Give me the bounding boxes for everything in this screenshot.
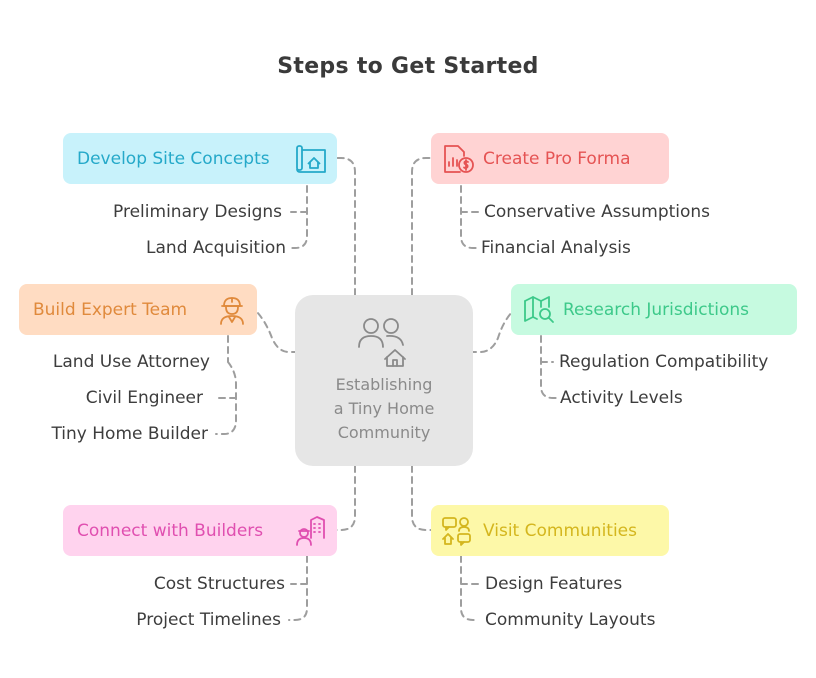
visit-item-2: Community Layouts [485, 610, 656, 630]
team-item-3: Tiny Home Builder [51, 424, 208, 444]
topic-connect-with-builders: Connect with Builders [63, 505, 337, 556]
community-chat-icon [441, 516, 473, 551]
person-building-icon [295, 516, 327, 551]
topic-research-jurisdictions: Research Jurisdictions [511, 284, 797, 335]
connector-proforma [411, 157, 433, 296]
connector-research [469, 311, 513, 353]
map-search-icon [523, 295, 555, 330]
connector-builders [333, 465, 356, 531]
proforma-item-1: Conservative Assumptions [484, 202, 711, 222]
topic-develop-site-concepts: Develop Site Concepts [63, 133, 337, 184]
topic-create-pro-forma: Create Pro Forma [431, 133, 669, 184]
financial-report-icon [442, 144, 474, 179]
branch-team [215, 335, 237, 435]
connector-team [256, 311, 299, 353]
builders-item-2: Project Timelines [136, 610, 281, 630]
blueprint-house-icon [295, 144, 327, 179]
construction-worker-icon [218, 295, 246, 330]
topic-visit-communities: Visit Communities [431, 505, 669, 556]
topic-label: Research Jurisdictions [563, 299, 750, 320]
visit-item-1: Design Features [485, 574, 623, 594]
diagram-title: Steps to Get Started [277, 54, 539, 79]
center-label: Establishing a Tiny Home Community [333, 375, 435, 442]
connector-visit [411, 465, 433, 531]
connector-develop [333, 157, 356, 296]
branch-visit [460, 555, 479, 621]
topic-label: Build Expert Team [33, 299, 188, 320]
branch-builders [288, 555, 308, 621]
branch-proforma [460, 185, 479, 249]
builders-item-1: Cost Structures [153, 574, 285, 594]
topic-label: Visit Communities [483, 520, 637, 541]
develop-item-2: Land Acquisition [146, 238, 286, 258]
research-item-2: Activity Levels [560, 388, 683, 408]
branch-develop [290, 185, 308, 249]
center-node: Establishing a Tiny Home Community [295, 295, 473, 466]
users-house-icon [357, 317, 413, 371]
team-item-2: Civil Engineer [85, 388, 203, 408]
topic-label: Create Pro Forma [483, 148, 631, 169]
research-item-1: Regulation Compatibility [559, 352, 769, 372]
proforma-item-2: Financial Analysis [481, 238, 631, 258]
topic-label: Connect with Builders [77, 520, 264, 541]
branch-research [540, 335, 558, 399]
develop-item-1: Preliminary Designs [113, 202, 282, 222]
team-item-1: Land Use Attorney [52, 352, 210, 372]
topic-build-expert-team: Build Expert Team [19, 284, 257, 335]
topic-label: Develop Site Concepts [77, 148, 270, 169]
